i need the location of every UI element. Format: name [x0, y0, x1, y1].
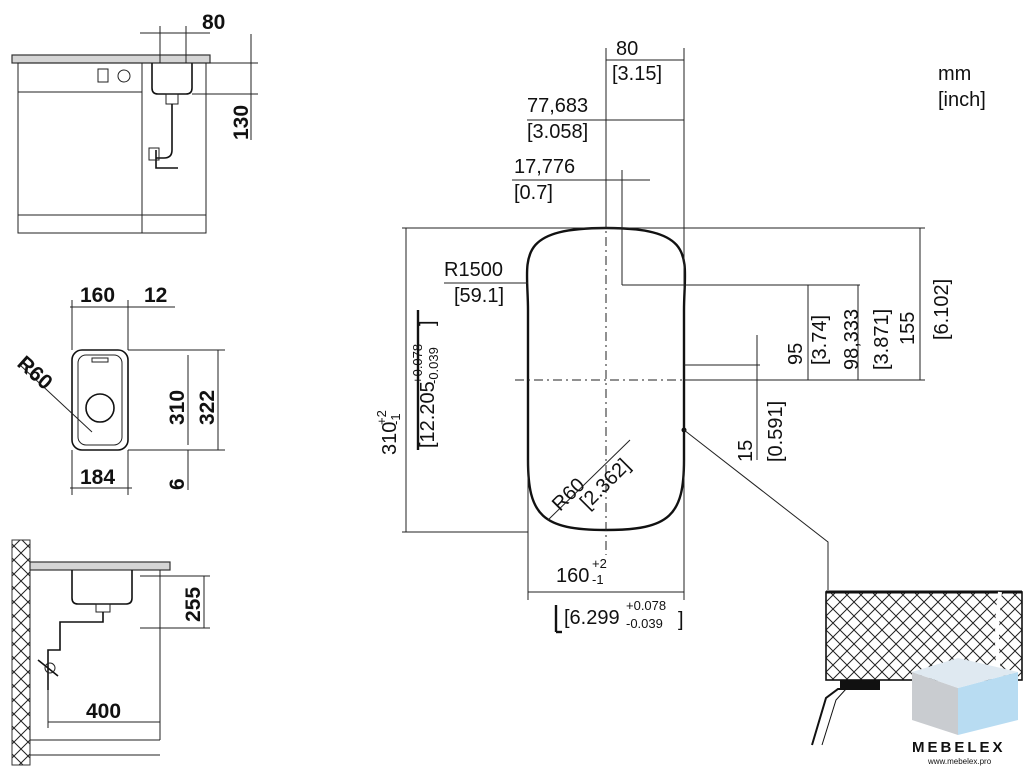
brand-logo-top-face [912, 658, 1018, 688]
drain-hole-icon [85, 393, 115, 423]
dim-h310-tol-dn: -1 [388, 413, 403, 425]
dim-w160-inch-close: ] [678, 609, 684, 631]
dim-77-inch-label: [3.058] [527, 121, 588, 143]
cabinet-body [17, 62, 207, 234]
main-outline-view: 80 [3.15] 77,683 [3.058] 17,776 [0.7] 31… [374, 38, 953, 634]
plan-r60-label: R60 [13, 352, 57, 395]
brand-url: www.mebelex.pro [927, 757, 992, 766]
dim-15-inch-label: [0.591] [765, 401, 787, 462]
control-knob [97, 68, 109, 83]
sink-bowl [151, 63, 193, 95]
sink-inner-rim [77, 354, 123, 446]
countertop [11, 54, 211, 64]
plan-h322-label: 322 [196, 390, 219, 425]
dim-h310-inch-tol-up: +0.078 [410, 344, 425, 384]
dim-80-label: 80 [616, 38, 638, 60]
drain-pipe [156, 104, 173, 159]
dim-h310-inch-label: [12.205 [417, 381, 439, 448]
cabinet-drain-pipe [47, 612, 104, 690]
brand-watermark: MEBELEX www.mebelex.pro [912, 658, 1018, 766]
dim-h310-inch-close: ] [417, 320, 439, 326]
sink-wall-profile [811, 688, 880, 746]
brand-logo-blue-face [958, 672, 1018, 735]
dim-155-inch-label: [6.102] [931, 279, 953, 340]
r1500-inch-label: [59.1] [454, 285, 504, 307]
overflow-slot [91, 357, 109, 363]
dim-h310-inch-tol-dn: -0.039 [426, 347, 441, 384]
sink-flange [840, 680, 880, 689]
cabinet-h255-label: 255 [182, 587, 205, 622]
wall-hatch [11, 539, 31, 766]
units-mm-label: mm [938, 63, 971, 85]
plan-w184-label: 184 [80, 466, 115, 489]
dim-w160-label: 160 [556, 565, 589, 587]
dim-w160-inch-tol-dn: -0.039 [626, 616, 663, 631]
side-section-view: 80 130 [11, 11, 258, 234]
dim-80-inch-label: [3.15] [612, 63, 662, 85]
dim-w160-inch-tol-up: +0.078 [626, 598, 666, 613]
dim-155-label: 155 [897, 312, 919, 345]
dim-98-inch-label: [3.871] [871, 309, 893, 370]
cabinet-section-view: 255 400 [11, 539, 210, 766]
dim-95-inch-label: [3.74] [809, 315, 831, 365]
plan-view: 160 12 R60 310 322 184 6 [13, 284, 225, 495]
plan-w160-label: 160 [80, 284, 115, 307]
dim-15-label: 15 [735, 440, 757, 462]
cabinet-w400-label: 400 [86, 700, 121, 723]
brand-name: MEBELEX [912, 739, 1006, 756]
dim-h310-label: 310 [379, 422, 401, 455]
dim-h310-tol-up: +2 [374, 410, 389, 425]
r1500-label: R1500 [444, 259, 503, 281]
detail-leader-line [683, 429, 829, 590]
dim-95-label: 95 [785, 343, 807, 365]
plan-w12-label: 12 [144, 284, 167, 307]
dim-w160-tol-dn: -1 [592, 572, 604, 587]
dim-17-inch-label: [0.7] [514, 182, 553, 204]
dim-77-label: 77,683 [527, 95, 588, 117]
side-w80-label: 80 [202, 11, 225, 34]
units-inch-label: [inch] [938, 89, 986, 111]
dim-17-label: 17,776 [514, 156, 575, 178]
cabinet-countertop [29, 561, 171, 571]
sink-outer-rim [71, 349, 129, 451]
plan-h310-label: 310 [166, 390, 189, 425]
plan-h6-label: 6 [166, 478, 189, 490]
side-h130-label: 130 [230, 105, 253, 140]
cabinet-sink-bowl [71, 570, 133, 605]
dim-w160-tol-up: +2 [592, 556, 607, 571]
dim-98-label: 98,333 [841, 309, 863, 370]
brand-logo-grey-face [912, 672, 958, 735]
dim-w160-inch-label: [6.299 [564, 607, 620, 629]
control-dial-icon [117, 69, 131, 83]
